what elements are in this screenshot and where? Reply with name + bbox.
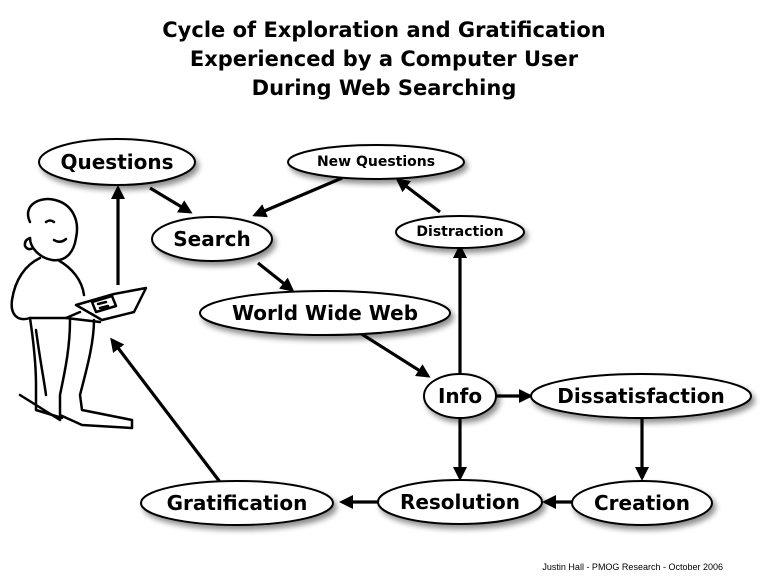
- node-new-questions-label: New Questions: [317, 154, 435, 170]
- title-line-3: During Web Searching: [251, 76, 517, 100]
- computer-user-icon: [10, 197, 148, 430]
- node-dissatisfaction: Dissatisfaction: [530, 373, 752, 419]
- node-resolution-label: Resolution: [400, 490, 520, 514]
- node-distraction: Distraction: [395, 215, 525, 249]
- node-search: Search: [151, 216, 273, 262]
- arrow-distraction-to-newquestions: [395, 178, 441, 214]
- node-creation-label: Creation: [594, 491, 690, 515]
- node-gratification-label: Gratification: [167, 491, 308, 515]
- credit-line: Justin Hall - PMOG Research - October 20…: [542, 562, 723, 572]
- node-dissatisfaction-label: Dissatisfaction: [557, 384, 725, 408]
- node-world-wide-web-label: World Wide Web: [232, 301, 418, 325]
- node-world-wide-web: World Wide Web: [199, 290, 451, 336]
- node-creation: Creation: [571, 480, 713, 526]
- title-line-2: Experienced by a Computer User: [189, 47, 579, 71]
- title-line-1: Cycle of Exploration and Gratification: [162, 18, 606, 42]
- diagram-title: Cycle of Exploration and Gratification E…: [0, 16, 768, 103]
- node-distraction-label: Distraction: [416, 224, 503, 240]
- arrow-search-to-www: [257, 261, 295, 292]
- arrow-newquestions-to-search: [252, 176, 343, 218]
- connectors: [110, 176, 649, 509]
- node-info: Info: [423, 373, 497, 419]
- node-search-label: Search: [173, 227, 250, 251]
- node-questions-label: Questions: [60, 150, 173, 174]
- arrow-gratification-to-user: [110, 337, 222, 483]
- node-new-questions: New Questions: [287, 144, 465, 180]
- arrow-www-to-info: [359, 331, 431, 378]
- node-gratification: Gratification: [140, 480, 334, 526]
- node-info-label: Info: [438, 384, 482, 408]
- node-resolution: Resolution: [377, 479, 543, 525]
- arrow-questions-to-search: [149, 186, 193, 214]
- node-questions: Questions: [38, 138, 196, 186]
